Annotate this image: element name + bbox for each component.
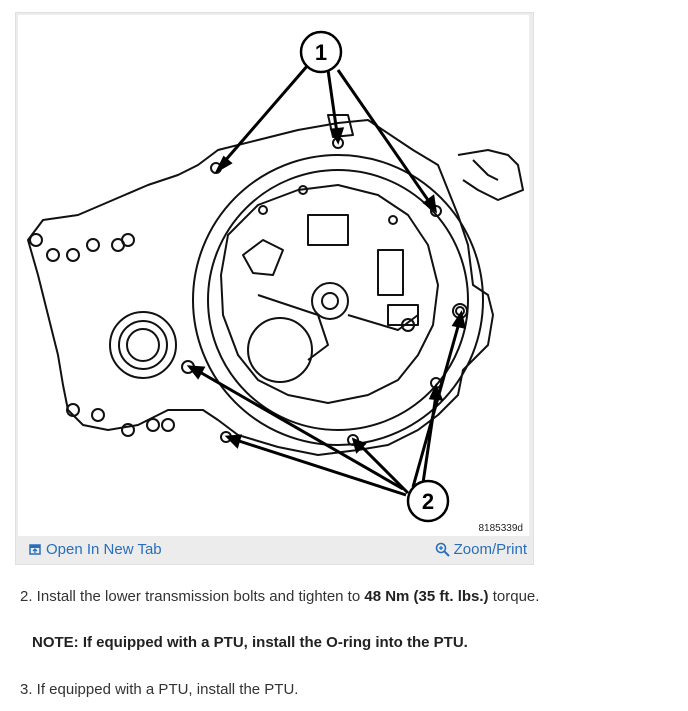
- zoom-print-link[interactable]: Zoom/Print: [435, 541, 527, 558]
- callout-1-label: 1: [315, 40, 327, 65]
- step-2-text-after: torque.: [488, 588, 540, 605]
- figure-id-label: 8185339d: [478, 523, 524, 534]
- ptu-note: NOTE: If equipped with a PTU, install th…: [32, 634, 468, 651]
- open-in-new-tab-label: Open In New Tab: [46, 541, 162, 558]
- callout-2: 2: [406, 479, 450, 523]
- magnifier-icon: [435, 542, 450, 557]
- open-in-new-tab-link[interactable]: Open In New Tab: [29, 541, 162, 558]
- callout-2-label: 2: [422, 489, 434, 514]
- open-new-tab-icon: [29, 543, 42, 556]
- transmission-diagram: 1 2 8185339d: [18, 15, 529, 536]
- step-2-number: 2.: [20, 588, 33, 605]
- step-3-number: 3.: [20, 681, 33, 698]
- figure-container: 1 2 8185339d Open In New Tab: [15, 12, 534, 565]
- zoom-print-label: Zoom/Print: [453, 541, 527, 558]
- step-2-text-before: Install the lower transmission bolts and…: [32, 588, 365, 605]
- transmission-illustration: 1 2: [27, 30, 524, 523]
- step-2: 2. Install the lower transmission bolts …: [20, 588, 539, 605]
- callout-1: 1: [299, 30, 343, 74]
- figure-links-bar: Open In New Tab Zoom/Print: [16, 536, 533, 564]
- step-2-torque-value: 48 Nm (35 ft. lbs.): [364, 588, 489, 605]
- step-3: 3. If equipped with a PTU, install the P…: [20, 681, 298, 698]
- step-3-text: If equipped with a PTU, install the PTU.: [32, 681, 299, 698]
